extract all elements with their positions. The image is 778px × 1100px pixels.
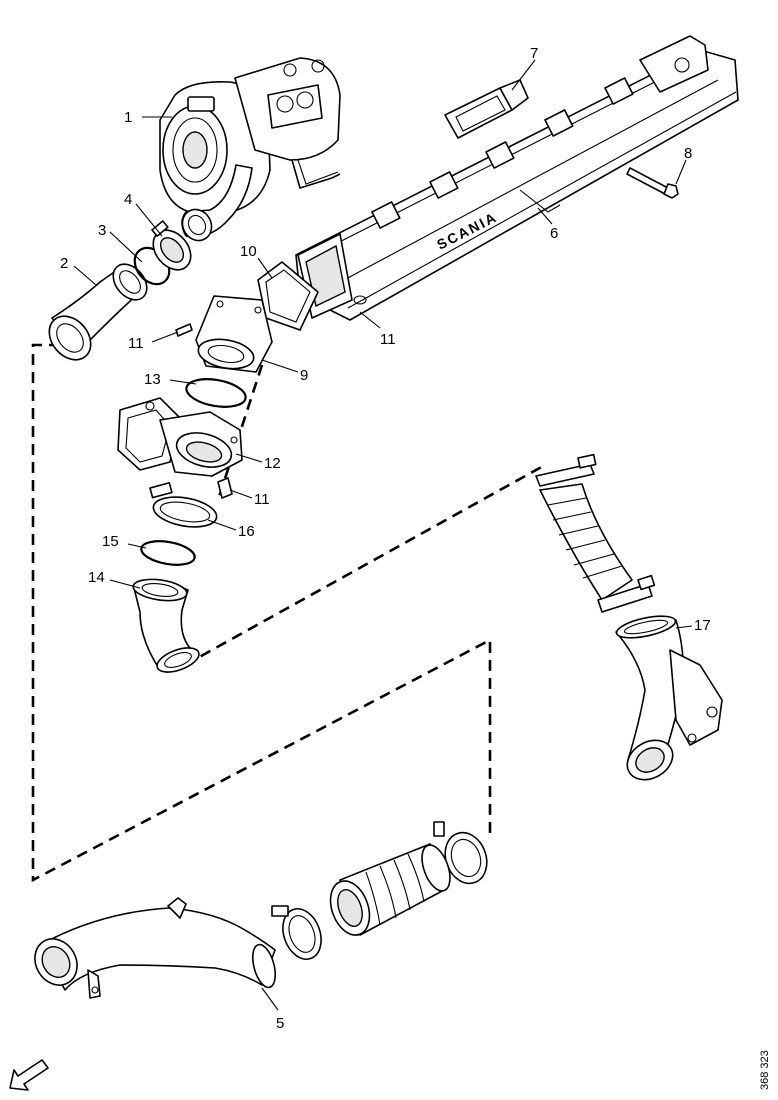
callout-17: 17 [694,617,711,634]
callout-5: 5 [276,1015,284,1032]
bellows-hose-upper [539,483,633,601]
callout-8: 8 [684,145,692,162]
hose-clamp-middle [597,574,656,613]
elbow-pipe-14 [132,578,200,673]
callout-4: 4 [124,191,132,208]
callout-11-c: 11 [254,491,270,508]
callout-11-a: 11 [128,335,144,352]
o-ring-15 [140,540,196,566]
callout-6: 6 [550,225,558,242]
callout-14: 14 [88,569,105,586]
callout-10: 10 [240,243,257,260]
charge-pipe-17 [615,615,723,781]
callout-9: 9 [300,367,308,384]
charge-pipe-5 [34,897,277,999]
hose-clamp-upper [535,453,597,487]
bellows-hose-lower [329,843,451,936]
gasket-7 [444,79,529,139]
clamp-4 [151,220,192,271]
hose-clamp-right [433,821,488,885]
callout-2: 2 [60,255,68,272]
o-ring-13 [185,378,247,408]
document-id: 368 323 [759,1050,771,1090]
elbow-housing-9 [195,295,273,373]
callout-1: 1 [124,109,132,126]
bolt-11-upper [175,323,193,337]
clamp-16 [149,482,218,528]
intake-manifold: SCANIA [295,35,739,321]
callout-13: 13 [144,371,161,388]
leader-lines [73,59,693,1011]
bolt-8 [626,167,679,199]
bolt-11-lower [217,477,233,499]
turbocharger [159,57,341,242]
callout-labels: 1 2 3 4 5 6 7 8 9 10 11 11 11 12 13 14 1… [60,45,711,1032]
callout-16: 16 [238,523,255,540]
callout-7: 7 [530,45,538,62]
callout-11-b: 11 [380,331,396,348]
hose-clamp-left [271,905,322,960]
arrow-down-left-icon [9,1059,49,1091]
callout-12: 12 [264,455,281,472]
callout-3: 3 [98,222,106,239]
assembly-guide-lines [31,343,546,883]
callout-15: 15 [102,533,119,550]
throttle-valve-12 [117,397,243,477]
